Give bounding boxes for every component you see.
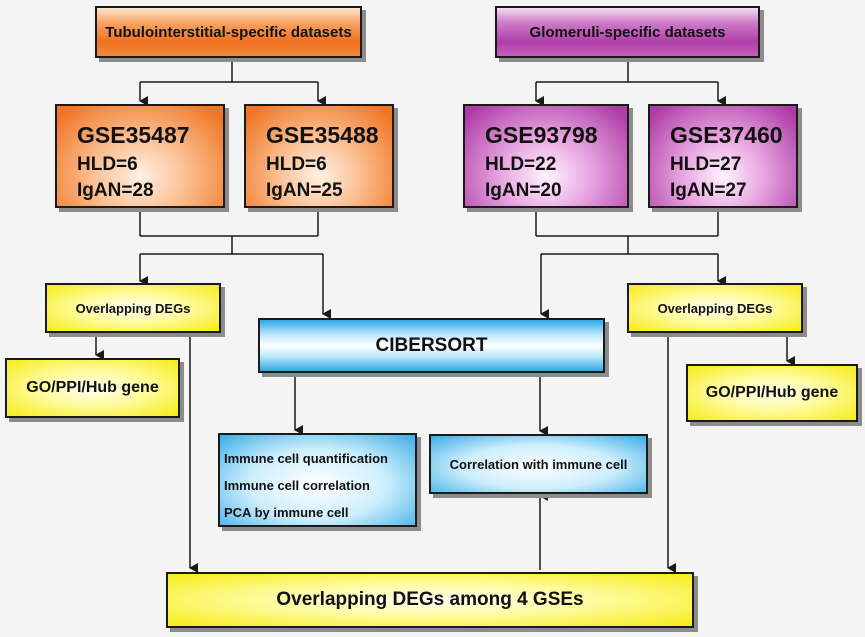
glom-datasets-label: Glomeruli-specific datasets [529, 23, 726, 41]
tubulo-datasets-label: Tubulointerstitial-specific datasets [105, 23, 352, 41]
dataset-igan: IgAN=20 [485, 180, 562, 201]
dataset-id: GSE35488 [266, 122, 379, 148]
dataset-hld: HLD=6 [266, 154, 327, 175]
dataset-igan: IgAN=28 [77, 180, 154, 201]
dataset-hld: HLD=6 [77, 154, 138, 175]
cibersort-box: CIBERSORT [258, 318, 605, 373]
dataset-card-gse35488: GSE35488 HLD=6 IgAN=25 [244, 104, 394, 208]
overlapping-degs-left: Overlapping DEGs [45, 283, 221, 333]
overlapping-degs-all-box: Overlapping DEGs among 4 GSEs [166, 572, 694, 628]
immune-analysis-box: Immune cell quantification Immune cell c… [218, 433, 417, 527]
dataset-card-gse37460: GSE37460 HLD=27 IgAN=27 [648, 104, 798, 208]
overlapping-degs-label: Overlapping DEGs [657, 300, 773, 316]
dataset-id: GSE93798 [485, 122, 598, 148]
overlapping-degs-right: Overlapping DEGs [627, 283, 803, 333]
dataset-id: GSE37460 [670, 122, 783, 148]
immune-analysis-item: Immune cell correlation [224, 478, 370, 493]
dataset-card-gse93798: GSE93798 HLD=22 IgAN=20 [463, 104, 629, 208]
go-ppi-hub-label: GO/PPI/Hub gene [26, 379, 159, 396]
immune-analysis-item: Immune cell quantification [224, 451, 388, 466]
dataset-hld: HLD=27 [670, 154, 742, 175]
dataset-card-gse35487: GSE35487 HLD=6 IgAN=28 [55, 104, 225, 208]
dataset-igan: IgAN=27 [670, 180, 747, 201]
correlation-box: Correlation with immune cell [429, 434, 648, 494]
dataset-id: GSE35487 [77, 122, 190, 148]
tubulo-datasets-box: Tubulointerstitial-specific datasets [95, 6, 362, 58]
overlapping-degs-label: Overlapping DEGs [75, 300, 191, 316]
glom-datasets-box: Glomeruli-specific datasets [495, 6, 760, 58]
go-ppi-hub-right: GO/PPI/Hub gene [686, 364, 858, 422]
go-ppi-hub-label: GO/PPI/Hub gene [705, 384, 839, 401]
dataset-hld: HLD=22 [485, 154, 557, 175]
immune-analysis-item: PCA by immune cell [224, 505, 349, 520]
go-ppi-hub-left: GO/PPI/Hub gene [5, 358, 180, 418]
dataset-igan: IgAN=25 [266, 180, 343, 201]
cibersort-label: CIBERSORT [375, 334, 488, 356]
correlation-label: Correlation with immune cell [449, 456, 628, 472]
overlapping-degs-all-label: Overlapping DEGs among 4 GSEs [276, 589, 584, 610]
